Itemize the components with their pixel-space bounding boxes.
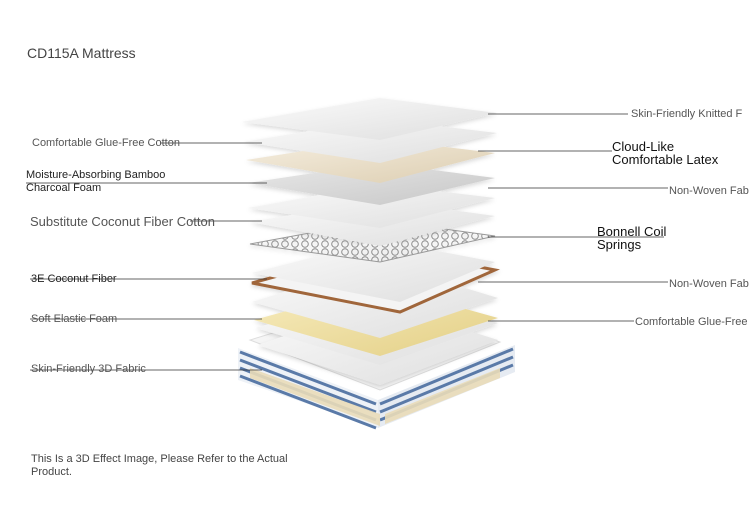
- layer-glue-free-cotton-top: [244, 119, 497, 163]
- label-substitute-coconut: Substitute Coconut Fiber Cotton: [30, 214, 215, 229]
- label-glue-free-cotton: Comfortable Glue-Free Cotton: [32, 137, 180, 149]
- layer-nonwoven-upper: [248, 184, 495, 228]
- label-glue-free-cotton-right: Comfortable Glue-Free: [635, 316, 748, 328]
- disclaimer-note: This Is a 3D Effect Image, Please Refer …: [31, 453, 288, 478]
- label-knitted-fabric: Skin-Friendly Knitted F: [631, 108, 743, 120]
- label-nonwoven-upper: Non-Woven Fab: [669, 185, 749, 197]
- label-nonwoven-lower: Non-Woven Fab: [669, 278, 749, 290]
- layer-coconut-fiber-top: [252, 240, 495, 302]
- label-bamboo-charcoal-line1: Moisture-Absorbing Bamboo: [26, 169, 166, 181]
- label-3e-coconut-fiber: 3E Coconut Fiber: [31, 273, 117, 285]
- label-bonnell-line2: Springs: [597, 237, 642, 252]
- page-title: CD115A Mattress: [27, 45, 136, 61]
- layer-knitted-fabric: [242, 98, 497, 140]
- label-soft-elastic-foam: Soft Elastic Foam: [31, 313, 118, 325]
- label-3d-fabric: Skin-Friendly 3D Fabric: [31, 363, 146, 375]
- label-latex-line2: Comfortable Latex: [612, 152, 719, 167]
- layer-bamboo-charcoal-foam: [248, 163, 495, 205]
- label-bamboo-charcoal-line2: Charcoal Foam: [26, 182, 102, 194]
- leader-lines: [26, 113, 668, 371]
- label-bonnell-line1: Bonnell Coil: [597, 224, 667, 239]
- label-latex-line1: Cloud-Like: [612, 139, 675, 154]
